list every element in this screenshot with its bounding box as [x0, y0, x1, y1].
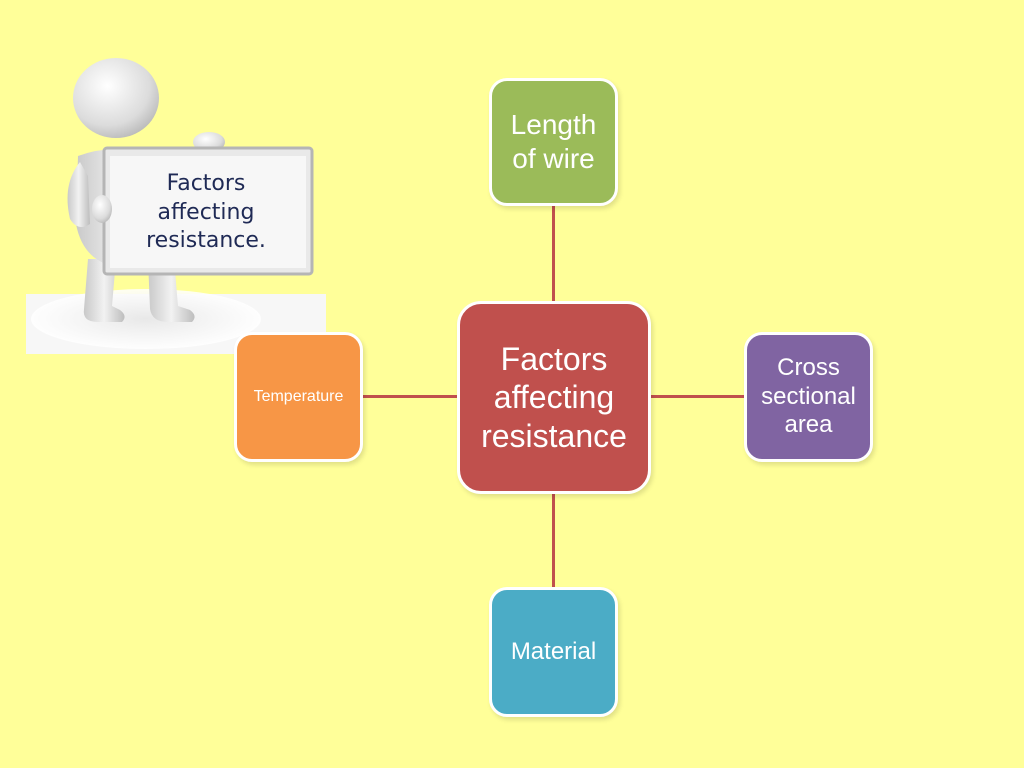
- node-length-of-wire-label: Length of wire: [510, 109, 597, 174]
- node-length-of-wire: Length of wire: [489, 78, 618, 206]
- connector-right: [651, 395, 744, 398]
- node-cross-sectional-area: Cross sectional area: [744, 332, 873, 462]
- node-material-label: Material: [510, 637, 597, 665]
- node-temperature: Temperature: [234, 332, 363, 462]
- sign-text: Factors affecting resistance.: [146, 171, 266, 254]
- person-holding-sign-icon: [26, 58, 326, 354]
- connector-bottom: [552, 494, 555, 587]
- connector-top: [552, 206, 555, 301]
- node-center-label: Factors affecting resistance: [481, 340, 627, 454]
- node-cross-sectional-area-label: Cross sectional area: [761, 353, 856, 439]
- node-center-factors: Factors affecting resistance: [457, 301, 651, 494]
- node-material: Material: [489, 587, 618, 717]
- node-temperature-label: Temperature: [253, 388, 344, 406]
- connector-left: [363, 395, 457, 398]
